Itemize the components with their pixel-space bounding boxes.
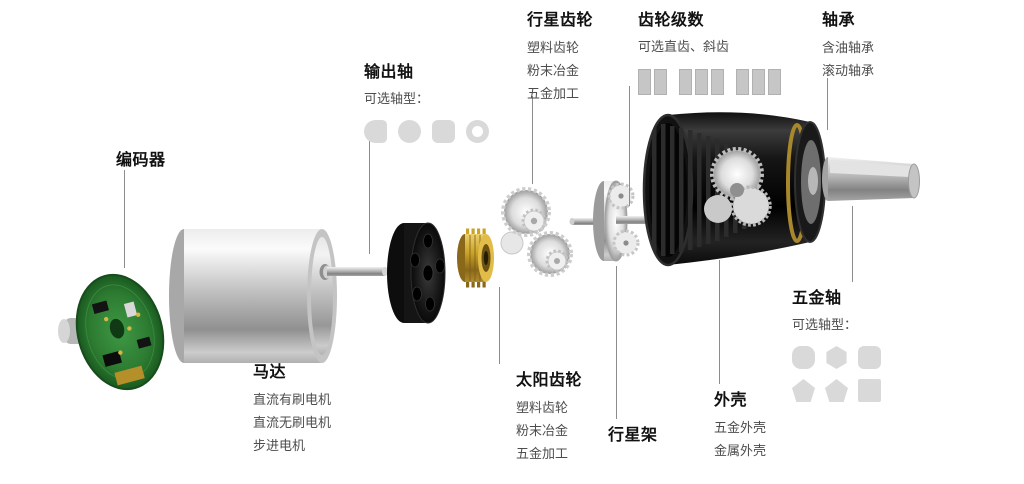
callout-title-output-shaft: 输出轴 — [364, 62, 414, 81]
callout-bearing: 轴承 含油轴承 滚动轴承 — [822, 6, 874, 83]
gear-stage-icons — [638, 69, 781, 95]
callout-item: 粉末冶金 — [527, 64, 580, 79]
callout-planetary-gear: 行星齿轮 塑料齿轮 粉末冶金 五金加工 — [527, 6, 593, 106]
output-shaft-part — [822, 157, 920, 201]
callout-encoder: 编码器 — [116, 146, 166, 177]
callout-title-housing: 外壳 — [714, 390, 748, 409]
gear-stage-group — [679, 69, 724, 95]
rounded-square-shape-icon — [432, 120, 455, 143]
callout-item: 滚动轴承 — [822, 64, 875, 79]
gear-stage-bar — [638, 69, 651, 95]
gear-stage-bar — [752, 69, 765, 95]
d-cut-shape-icon — [364, 120, 387, 143]
callout-housing: 外壳 五金外壳 金属外壳 — [714, 386, 766, 463]
leader-line-planetary-gear — [532, 96, 533, 184]
circle-shape-icon — [398, 120, 421, 143]
mounting-plate — [387, 222, 446, 324]
leader-line-sun-gear — [499, 287, 500, 364]
callout-item: 五金外壳 — [714, 421, 767, 436]
ring-shape-icon — [466, 120, 489, 143]
motor-shaft — [327, 267, 388, 276]
callout-item: 塑料齿轮 — [516, 401, 569, 416]
gearbox-housing — [642, 112, 826, 267]
pentagon-shape-icon — [792, 379, 815, 402]
callout-title-hardware-shaft: 五金轴 — [792, 288, 842, 307]
output-shaft-shape-options — [364, 120, 489, 143]
gear-stage-bar — [695, 69, 708, 95]
gear-stage-bar — [654, 69, 667, 95]
callout-item: 直流有刷电机 — [253, 393, 332, 408]
leader-line-encoder — [124, 170, 125, 268]
gear-stage-group — [638, 69, 667, 95]
leader-line-hardware-shaft — [852, 206, 853, 282]
motor-body — [169, 229, 337, 363]
callout-motor: 马达 直流有刷电机 直流无刷电机 步进电机 — [253, 358, 331, 458]
leader-line-housing — [719, 260, 720, 384]
sun-gear-part — [457, 228, 494, 288]
square-shape-icon — [858, 379, 881, 402]
callout-subtitle-output-shaft: 可选轴型： — [364, 92, 430, 107]
planet-carrier-part — [569, 180, 665, 262]
encoder-pcb — [58, 273, 165, 391]
callout-title-encoder: 编码器 — [116, 150, 166, 169]
callout-output-shaft: 输出轴 可选轴型： — [364, 58, 489, 143]
callout-gear-stages: 齿轮级数 可选直齿、斜齿 — [638, 6, 781, 95]
callout-item: 五金加工 — [527, 87, 580, 102]
squircle-shape-icon — [792, 346, 815, 369]
callout-title-gear-stages: 齿轮级数 — [638, 10, 705, 29]
callout-title-bearing: 轴承 — [822, 10, 856, 29]
leader-line-planet-carrier — [616, 266, 617, 419]
callout-item: 直流无刷电机 — [253, 416, 332, 431]
hardware-shaft-shape-options — [792, 346, 884, 402]
leader-line-bearing — [827, 78, 828, 130]
callout-item: 含油轴承 — [822, 41, 875, 56]
gear-stage-bar — [768, 69, 781, 95]
callout-item: 塑料齿轮 — [527, 41, 580, 56]
callout-item: 五金加工 — [516, 447, 569, 462]
callout-subtitle-hardware-shaft: 可选轴型： — [792, 318, 858, 333]
callout-item: 粉末冶金 — [516, 424, 569, 439]
gear-stage-bar — [679, 69, 692, 95]
gear-stage-bar — [711, 69, 724, 95]
gear-stage-bar — [736, 69, 749, 95]
callout-title-sun-gear: 太阳齿轮 — [516, 370, 583, 389]
callout-subtitle-gear-stages: 可选直齿、斜齿 — [638, 40, 730, 55]
callout-item: 金属外壳 — [714, 444, 767, 459]
rounded-square-shape-icon — [858, 346, 881, 369]
callout-title-planetary-gear: 行星齿轮 — [527, 10, 594, 29]
planetary-gears-part — [500, 187, 573, 277]
callout-planet-carrier: 行星架 — [608, 421, 658, 452]
pentagon-shape-icon — [825, 379, 848, 402]
leader-line-gear-stages — [629, 86, 630, 206]
leader-line-output-shaft — [369, 138, 370, 254]
callout-title-motor: 马达 — [253, 362, 287, 381]
callout-title-planet-carrier: 行星架 — [608, 425, 658, 444]
callout-hardware-shaft: 五金轴 可选轴型： — [792, 284, 884, 402]
hexagon-shape-icon — [826, 346, 847, 369]
callout-item: 步进电机 — [253, 439, 306, 454]
gear-stage-group — [736, 69, 781, 95]
callout-sun-gear: 太阳齿轮 塑料齿轮 粉末冶金 五金加工 — [516, 366, 582, 466]
